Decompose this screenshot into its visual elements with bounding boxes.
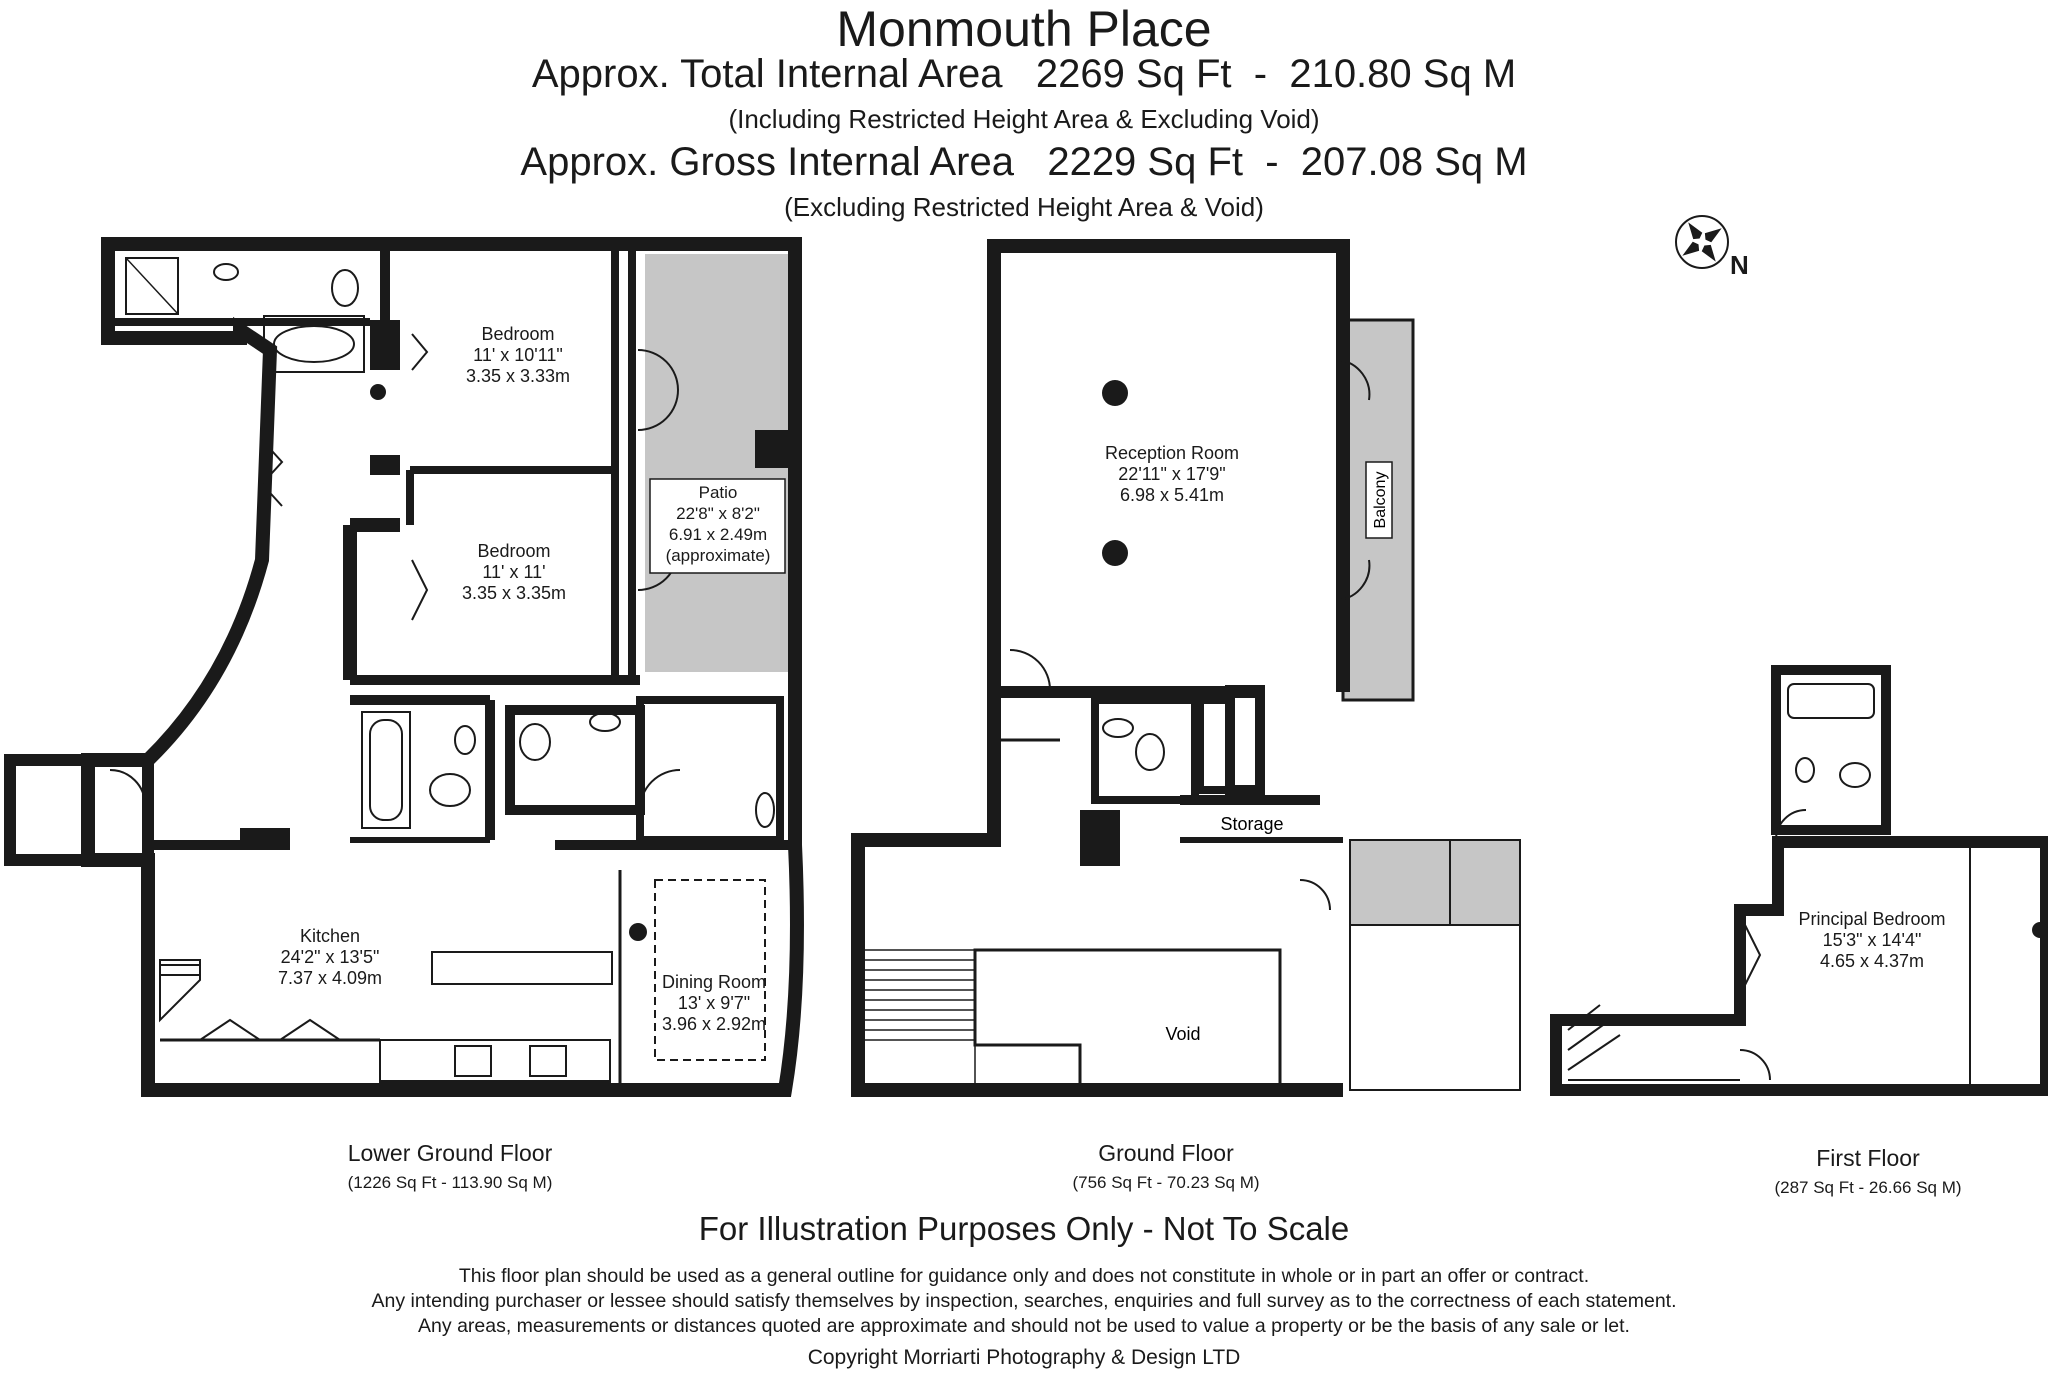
- gross-internal-area: Approx. Gross Internal Area 2229 Sq Ft -…: [520, 140, 1528, 184]
- total-area-note: (Including Restricted Height Area & Excl…: [728, 104, 1320, 134]
- total-internal-area: Approx. Total Internal Area 2269 Sq Ft -…: [531, 52, 1517, 96]
- room-dimensions-metric: 6.91 x 2.49m: [669, 525, 767, 544]
- room-storage: Storage: [1220, 814, 1283, 834]
- room-dimensions-metric: 3.96 x 2.92m: [662, 1014, 766, 1034]
- floor-area: (756 Sq Ft - 70.23 Sq M): [1072, 1173, 1260, 1192]
- ground-floor-plan: [851, 239, 1521, 1097]
- floor-area: (287 Sq Ft - 26.66 Sq M): [1774, 1178, 1962, 1197]
- compass-north-label: N: [1730, 250, 1749, 280]
- floor-name: Lower Ground Floor: [347, 1140, 553, 1166]
- lower-ground-floor-plan: [4, 237, 804, 1097]
- room-patio: Patio 22'8" x 8'2" 6.91 x 2.49m (approxi…: [666, 483, 771, 565]
- room-balcony: Balcony: [1372, 472, 1389, 529]
- plan-title: Monmouth Place: [836, 1, 1212, 57]
- room-principal-bedroom: Principal Bedroom 15'3" x 14'4" 4.65 x 4…: [1798, 909, 1945, 971]
- floor-area: (1226 Sq Ft - 113.90 Sq M): [347, 1173, 553, 1192]
- room-dimensions-imperial: 22'11" x 17'9": [1118, 464, 1225, 484]
- illustration-notice: For Illustration Purposes Only - Not To …: [698, 1210, 1350, 1247]
- room-dimensions-imperial: 24'2" x 13'5": [281, 947, 380, 967]
- patio-label-box: [649, 478, 786, 574]
- floor-name: Ground Floor: [1098, 1140, 1234, 1166]
- room-name: Kitchen: [300, 926, 360, 946]
- first-floor-plan: [1550, 665, 2048, 1096]
- room-note: (approximate): [666, 546, 771, 565]
- compass-rose-icon: N: [1675, 215, 1749, 280]
- room-name: Principal Bedroom: [1798, 909, 1945, 929]
- room-dimensions-metric: 7.37 x 4.09m: [278, 968, 382, 988]
- room-dining: Dining Room 13' x 9'7" 3.96 x 2.92m: [662, 972, 766, 1034]
- room-name: Patio: [699, 483, 738, 502]
- room-dimensions-imperial: 11' x 11': [482, 562, 545, 582]
- room-dimensions-metric: 6.98 x 5.41m: [1120, 485, 1224, 505]
- room-name: Reception Room: [1105, 443, 1239, 463]
- floor-caption-lower-ground: Lower Ground Floor (1226 Sq Ft - 113.90 …: [300, 1140, 600, 1193]
- gross-area-note: (Excluding Restricted Height Area & Void…: [784, 192, 1264, 222]
- room-name: Dining Room: [662, 972, 766, 992]
- room-dimensions-imperial: 11' x 10'11": [473, 345, 563, 365]
- disclaimer-line: Any intending purchaser or lessee should…: [371, 1290, 1677, 1312]
- disclaimer: This floor plan should be used as a gene…: [0, 1264, 2048, 1339]
- disclaimer-line: Any areas, measurements or distances quo…: [418, 1315, 1630, 1337]
- room-name: Bedroom: [481, 324, 554, 344]
- room-bedroom-2: Bedroom 11' x 11' 3.35 x 3.35m: [462, 541, 566, 603]
- floor-caption-first: First Floor (287 Sq Ft - 26.66 Sq M): [1718, 1145, 2018, 1198]
- room-dimensions-metric: 4.65 x 4.37m: [1820, 951, 1924, 971]
- floor-caption-ground: Ground Floor (756 Sq Ft - 70.23 Sq M): [1016, 1140, 1316, 1193]
- copyright-notice: Copyright Morriarti Photography & Design…: [807, 1346, 1241, 1369]
- room-dimensions-metric: 3.35 x 3.33m: [466, 366, 570, 386]
- room-dimensions-imperial: 15'3" x 14'4": [1823, 930, 1922, 950]
- room-kitchen: Kitchen 24'2" x 13'5" 7.37 x 4.09m: [278, 926, 382, 988]
- floor-name: First Floor: [1816, 1145, 1920, 1171]
- balcony-label-box: [1365, 461, 1393, 539]
- room-dimensions-imperial: 22'8" x 8'2": [676, 504, 760, 523]
- room-dimensions-metric: 3.35 x 3.35m: [462, 583, 566, 603]
- room-void: Void: [1165, 1024, 1200, 1044]
- disclaimer-line: This floor plan should be used as a gene…: [458, 1265, 1590, 1287]
- room-dimensions-imperial: 13' x 9'7": [678, 993, 750, 1013]
- room-name: Bedroom: [477, 541, 550, 561]
- room-reception: Reception Room 22'11" x 17'9" 6.98 x 5.4…: [1105, 443, 1239, 505]
- room-bedroom-1: Bedroom 11' x 10'11" 3.35 x 3.33m: [466, 324, 570, 386]
